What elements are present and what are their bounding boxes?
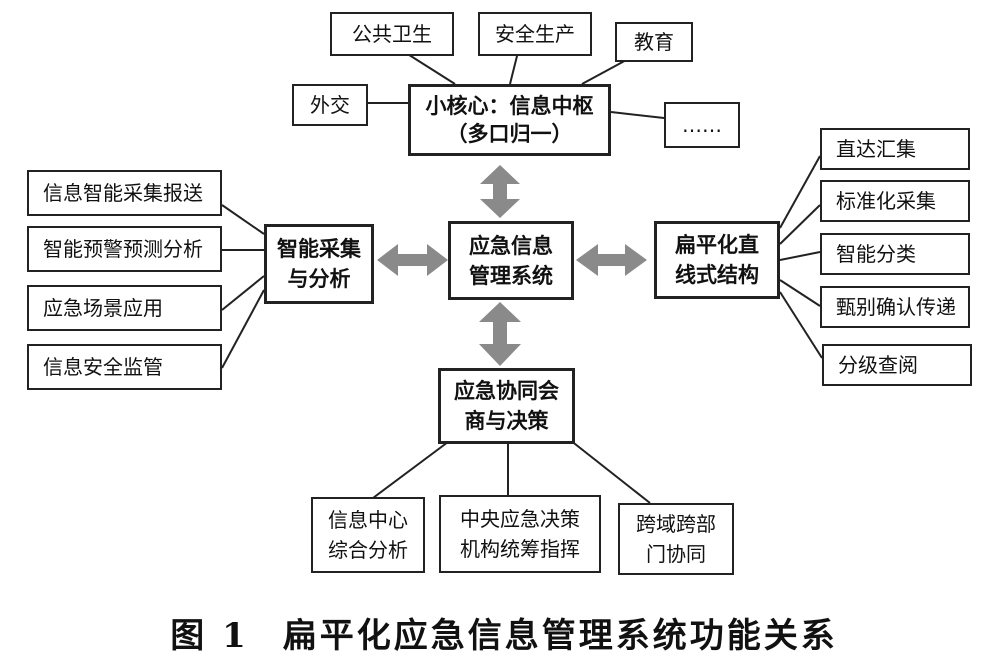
link-left-3 bbox=[221, 275, 265, 311]
link-hub-etc bbox=[610, 111, 665, 119]
satellite-education: 教育 bbox=[615, 22, 693, 62]
figure-number: 图 1 bbox=[170, 616, 249, 656]
link-right-5 bbox=[779, 291, 823, 359]
link-right-4 bbox=[779, 279, 821, 307]
hub-line-2: （多口归一） bbox=[446, 122, 573, 146]
left-item-2: 智能预警预测分析 bbox=[27, 226, 222, 272]
link-right-2 bbox=[779, 204, 821, 245]
satellite-etc: …… bbox=[664, 102, 740, 148]
link-hub-education bbox=[581, 57, 631, 85]
right-item-1: 直达汇集 bbox=[820, 128, 970, 170]
satellite-diplomacy: 外交 bbox=[292, 84, 368, 126]
left-title-box: 智能采集 与分析 bbox=[264, 224, 374, 304]
bottom-item-3: 跨域跨部 门协同 bbox=[618, 503, 734, 575]
figure-title: 扁平化应急信息管理系统功能关系 bbox=[282, 616, 838, 656]
hub-line-1: 小核心：信息中枢 bbox=[425, 94, 594, 118]
bottom-item-2: 中央应急决策 机构统筹指挥 bbox=[439, 495, 601, 573]
left-item-3: 应急场景应用 bbox=[27, 285, 222, 331]
left-item-1: 信息智能采集报送 bbox=[27, 170, 222, 216]
link-left-4 bbox=[221, 289, 265, 369]
satellite-safety: 安全生产 bbox=[478, 12, 592, 56]
bottom-item-1: 信息中心 综合分析 bbox=[311, 497, 425, 573]
hub-box: 小核心：信息中枢 （多口归一） bbox=[408, 84, 611, 156]
right-title-box: 扁平化直 线式结构 bbox=[654, 221, 780, 299]
double-arrow-left bbox=[377, 244, 448, 276]
figure-caption: 图 1 扁平化应急信息管理系统功能关系 bbox=[0, 608, 1008, 657]
left-item-4: 信息安全监管 bbox=[27, 344, 222, 390]
right-item-5: 分级查阅 bbox=[822, 344, 972, 386]
link-right-3 bbox=[779, 251, 821, 261]
link-right-1 bbox=[779, 155, 821, 229]
right-item-4: 甄别确认传递 bbox=[820, 286, 970, 328]
double-arrow-right bbox=[576, 244, 647, 276]
link-bottom-1 bbox=[372, 441, 449, 499]
satellite-public-health: 公共卫生 bbox=[330, 12, 454, 56]
center-box: 应急信息 管理系统 bbox=[448, 221, 574, 300]
double-arrow-up bbox=[480, 165, 520, 218]
link-bottom-3 bbox=[569, 439, 651, 504]
bottom-title-box: 应急协同会 商与决策 bbox=[438, 368, 575, 444]
link-left-1 bbox=[221, 204, 265, 235]
double-arrow-down bbox=[479, 302, 521, 366]
right-item-2: 标准化采集 bbox=[820, 180, 970, 222]
right-item-3: 智能分类 bbox=[820, 233, 970, 275]
